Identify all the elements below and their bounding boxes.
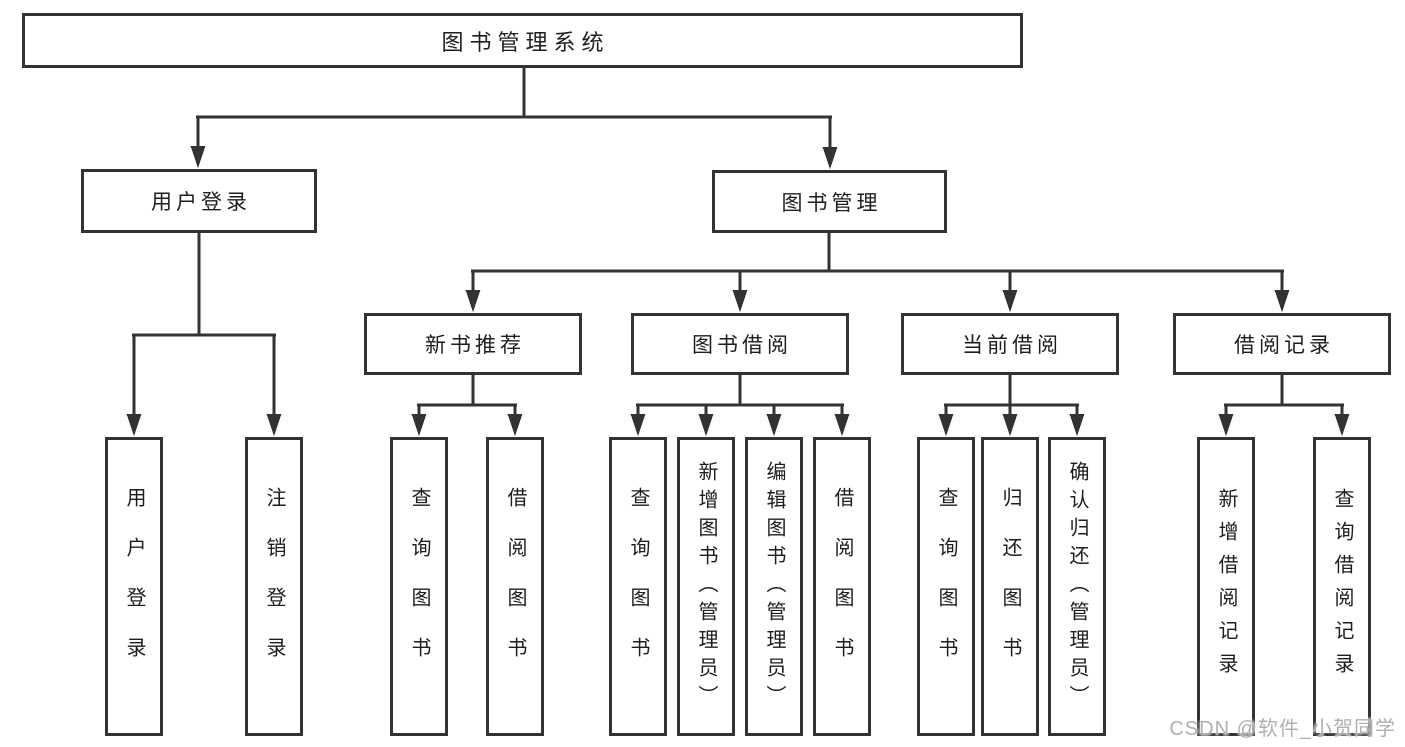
leaf-current-query: 查询图书: [917, 437, 975, 736]
connector-current-to-leaves: [938, 374, 1085, 436]
leaf-borrow-query: 查询图书: [609, 437, 667, 736]
node-records-label: 借阅记录: [1234, 334, 1334, 357]
csdn-watermark: CSDN @软件_小贺同学: [1169, 718, 1396, 740]
leaf-logout-label: 注销登录: [263, 486, 285, 687]
leaf-records-add-label: 新增借阅记录: [1215, 487, 1237, 686]
leaf-borrow-borrow: 借阅图书: [813, 437, 871, 736]
leaf-borrow-borrow-label: 借阅图书: [831, 486, 853, 687]
connector-root-to-level2: [190, 68, 838, 169]
leaf-new-books-query-label: 查询图书: [408, 486, 430, 687]
leaf-current-query-label: 查询图书: [935, 486, 957, 687]
leaf-new-books-borrow-label: 借阅图书: [504, 486, 526, 687]
node-book-mgmt: 图书管理: [712, 170, 947, 233]
leaf-borrow-add: 新增图书（管理员）: [677, 437, 735, 736]
connector-borrow-to-leaves: [630, 374, 850, 436]
connector-book-mgmt-to-level3: [465, 233, 1290, 312]
node-new-books: 新书推荐: [364, 313, 582, 375]
leaf-borrow-add-label: 新增图书（管理员）: [695, 460, 717, 713]
node-new-books-label: 新书推荐: [425, 334, 525, 357]
leaf-borrow-query-label: 查询图书: [627, 486, 649, 687]
leaf-records-query-label: 查询借阅记录: [1331, 487, 1353, 686]
leaf-new-books-query: 查询图书: [390, 437, 448, 736]
leaf-current-confirm-label: 确认归还（管理员）: [1066, 460, 1088, 713]
connector-records-to-leaves: [1218, 374, 1350, 436]
leaf-user-login-label: 用户登录: [123, 486, 145, 687]
leaf-user-login: 用户登录: [105, 437, 163, 736]
node-current-label: 当前借阅: [962, 334, 1062, 357]
root-node: 图书管理系统: [22, 13, 1023, 68]
leaf-current-return: 归还图书: [981, 437, 1039, 736]
node-borrow-label: 图书借阅: [692, 334, 792, 357]
leaf-new-books-borrow: 借阅图书: [486, 437, 544, 736]
node-book-mgmt-label: 图书管理: [781, 191, 882, 215]
leaf-borrow-edit-label: 编辑图书（管理员）: [763, 460, 785, 713]
leaf-records-add: 新增借阅记录: [1197, 437, 1255, 736]
connector-new-books-to-leaves: [411, 374, 523, 436]
leaf-current-return-label: 归还图书: [999, 486, 1021, 687]
node-records: 借阅记录: [1173, 313, 1391, 375]
node-user-login-label: 用户登录: [151, 191, 251, 214]
node-user-login: 用户登录: [81, 169, 317, 233]
leaf-records-query: 查询借阅记录: [1313, 437, 1371, 736]
root-node-label: 图书管理系统: [441, 29, 610, 55]
node-borrow: 图书借阅: [631, 313, 849, 375]
leaf-logout: 注销登录: [245, 437, 303, 736]
node-current: 当前借阅: [901, 313, 1119, 375]
leaf-current-confirm: 确认归还（管理员）: [1048, 437, 1106, 736]
leaf-borrow-edit: 编辑图书（管理员）: [745, 437, 803, 736]
connector-user-login-to-leaves: [126, 233, 282, 436]
